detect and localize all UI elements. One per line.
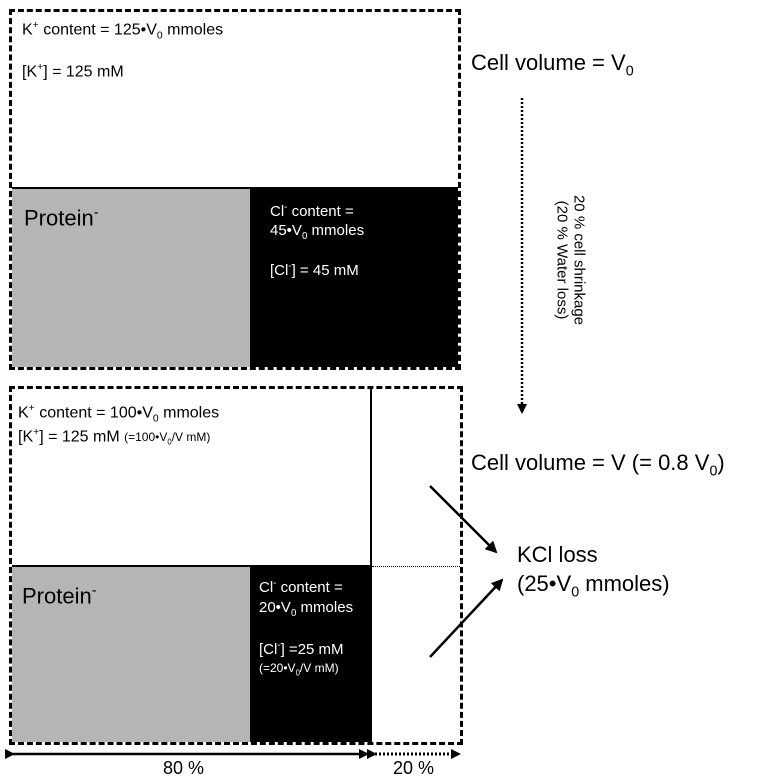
bottom-lost-divider-dotted: [372, 566, 460, 567]
bottom-cl-conc-paren-pre: (=20•V: [259, 661, 296, 675]
kcl-line2-sub: 0: [571, 584, 580, 601]
bottom-cl-content-line2-unit: mmoles: [296, 599, 354, 616]
bottom-cl-conc-sup: -: [277, 640, 281, 651]
bottom-shrunk-boundary: [370, 389, 372, 742]
top-k-content-unit: mmoles: [162, 21, 224, 39]
bottom-cl-content-line2: 20•V0 mmoles: [259, 599, 353, 619]
bottom-k-content-rest: content = 100•V: [34, 404, 153, 422]
bottom-cl-conc-cl: [Cl: [259, 641, 278, 658]
bottom-cl-content-rest: content =: [276, 579, 343, 596]
kcl-arrow-lower: [429, 578, 504, 658]
top-cl-conc-sup: -: [288, 261, 292, 272]
top-cl-content-cl: Cl: [270, 203, 285, 220]
top-cl-content-line2-pre: 45•V: [270, 222, 302, 239]
bottom-cl-content-cl: Cl: [259, 579, 274, 596]
cell-volume-top-sub: 0: [625, 63, 634, 80]
top-cl-content-rest: content =: [287, 203, 354, 220]
width-20-text: 20 %: [393, 758, 435, 778]
top-cl-content: Cl- content =: [270, 202, 354, 220]
bottom-k-conc-sup: +: [33, 427, 40, 438]
bottom-divider-line: [12, 565, 371, 567]
top-protein-sup: -: [93, 205, 99, 221]
bottom-k-content: K+ content = 100•V0 mmoles: [18, 403, 219, 425]
top-k-content-sup: +: [32, 20, 39, 31]
bottom-chloride-region: [250, 566, 371, 742]
top-chloride-region: [250, 188, 458, 367]
width-80-text: 80 %: [163, 758, 205, 778]
bottom-cl-content-line2-sub: 0: [290, 608, 297, 619]
top-cl-content-line2: 45•V0 mmoles: [270, 222, 364, 242]
kcl-arrow-upper: [429, 485, 498, 554]
bottom-k-concentration: [K+] = 125 mM (=100•V0/V mM): [18, 427, 210, 448]
top-k-conc-rest: ] = 125 mM: [43, 63, 124, 81]
top-k-conc-k: [K: [22, 63, 38, 81]
bottom-cell-outline: [9, 386, 463, 745]
width-20-label: 20 %: [393, 758, 434, 779]
bottom-k-content-unit: mmoles: [158, 404, 220, 422]
bottom-k-conc-rest: ] = 125 mM: [39, 428, 125, 446]
bottom-k-content-sub: 0: [152, 413, 159, 425]
cell-volume-bottom-label: Cell volume = V (= 0.8 V0): [471, 450, 725, 480]
bottom-k-content-k: K: [18, 404, 29, 422]
bottom-k-conc-paren-sub: 0: [167, 437, 172, 447]
top-divider-line: [12, 187, 458, 189]
bottom-protein-sup: -: [91, 583, 97, 599]
top-cl-content-line2-sub: 0: [301, 231, 308, 242]
top-protein-region: [12, 188, 250, 367]
bottom-cl-content-sup: -: [273, 578, 277, 589]
bottom-k-conc-paren-pre: (=100•V: [124, 430, 168, 445]
top-protein-text: Protein: [24, 205, 94, 231]
cell-volume-top-label: Cell volume = V0: [471, 50, 634, 80]
top-k-content-k: K: [22, 21, 33, 39]
top-cell-outline: [9, 9, 461, 370]
cell-volume-bottom-sub: 0: [709, 463, 718, 480]
bottom-cl-conc-paren-post: /V mM): [299, 661, 339, 675]
top-k-content-rest: content = 125•V: [38, 21, 157, 39]
top-cl-conc-rest: ] = 45 mM: [291, 262, 359, 279]
bottom-cl-content: Cl- content =: [259, 578, 343, 596]
top-k-content-sub: 0: [156, 30, 163, 42]
bottom-cl-conc-rest: ] =25 mM: [280, 641, 344, 658]
bottom-cl-concentration-paren: (=20•V0/V mM): [259, 661, 339, 678]
top-k-content: K+ content = 125•V0 mmoles: [22, 20, 223, 42]
bottom-cl-conc-paren-sub: 0: [295, 668, 300, 678]
width-80-label: 80 %: [163, 758, 204, 779]
bottom-cl-concentration: [Cl-] =25 mM: [259, 640, 344, 658]
kcl-line2-pre: (25•V: [517, 571, 572, 597]
kcl-line2: (25•V0 mmoles): [517, 571, 670, 601]
kcl-line2-post: mmoles): [579, 571, 670, 597]
top-protein-label: Protein-: [24, 205, 98, 231]
bottom-k-conc-paren: (=100•V0/V mM): [124, 430, 211, 447]
top-k-concentration: [K+] = 125 mM: [22, 62, 124, 82]
top-cl-content-line2-unit: mmoles: [307, 222, 365, 239]
top-cl-content-sup: -: [284, 202, 288, 213]
bottom-protein-label: Protein-: [22, 583, 96, 609]
kcl-line1: KCl loss: [517, 542, 598, 567]
bottom-k-conc-k: [K: [18, 428, 34, 446]
bottom-k-content-sup: +: [28, 403, 35, 414]
cell-volume-bottom-pre: Cell volume = V (= 0.8 V: [471, 450, 710, 475]
bottom-protein-region: [12, 566, 250, 742]
bottom-protein-text: Protein: [22, 583, 92, 609]
top-cl-conc-cl: [Cl: [270, 262, 289, 279]
cell-volume-bottom-post: ): [717, 450, 725, 475]
top-k-conc-sup: +: [37, 62, 44, 73]
kcl-loss-label: KCl loss (25•V0 mmoles): [517, 542, 670, 601]
bottom-cl-content-line2-pre: 20•V: [259, 599, 291, 616]
cell-volume-top-pre: Cell volume = V: [471, 50, 626, 75]
top-cl-concentration: [Cl-] = 45 mM: [270, 261, 359, 279]
bottom-k-conc-paren-post: /V mM): [171, 430, 211, 445]
